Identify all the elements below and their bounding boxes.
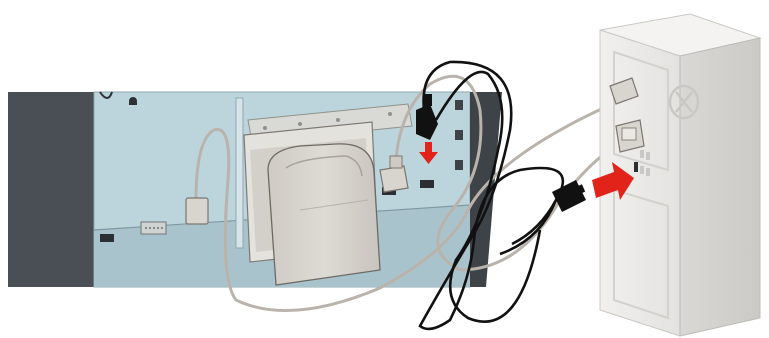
panel-tab: [455, 160, 463, 170]
video-plug-head: [390, 156, 402, 168]
plate-hole: [388, 112, 392, 116]
screw-base: [129, 102, 137, 105]
tower-slot: [646, 168, 650, 176]
plate-hole: [298, 122, 302, 126]
plate-hole: [263, 126, 267, 130]
black-plug-tip: [424, 94, 432, 106]
tower-usb-slot: [634, 162, 638, 172]
usb-connector: [512, 180, 586, 244]
usb-port-monitor: [420, 180, 434, 188]
plate-hole: [336, 118, 340, 122]
panel-rail: [236, 98, 243, 248]
panel-tab: [455, 130, 463, 140]
stand-neck: [268, 144, 380, 285]
tower-slot: [640, 166, 644, 174]
monitor-frame-right: [470, 92, 502, 287]
monitor-frame-left: [8, 92, 94, 287]
monitor-stand: [244, 122, 380, 285]
power-port: [100, 234, 114, 242]
panel-tab: [455, 100, 463, 110]
video-plug-body: [380, 166, 408, 192]
video-connector-face: [622, 128, 636, 140]
tower-slot: [640, 150, 644, 158]
tower-side: [680, 38, 760, 336]
tower-slot: [646, 152, 650, 160]
gray-connector-monitor: [186, 198, 208, 224]
